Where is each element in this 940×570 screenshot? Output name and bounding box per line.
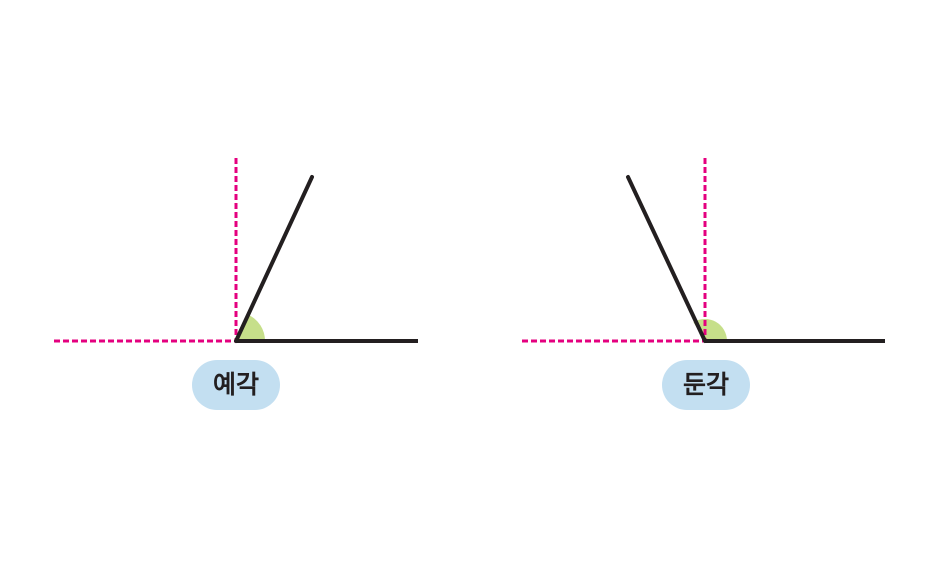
obtuse-angle-diagram (522, 158, 885, 343)
acute-angle-diagram (54, 158, 418, 343)
acute-angle-label: 예각 (192, 360, 280, 410)
acute-slanted-ray (234, 175, 314, 343)
acute-angle-marker (236, 314, 266, 341)
obtuse-angle-label: 둔각 (662, 360, 750, 410)
obtuse-slanted-ray (626, 175, 707, 343)
